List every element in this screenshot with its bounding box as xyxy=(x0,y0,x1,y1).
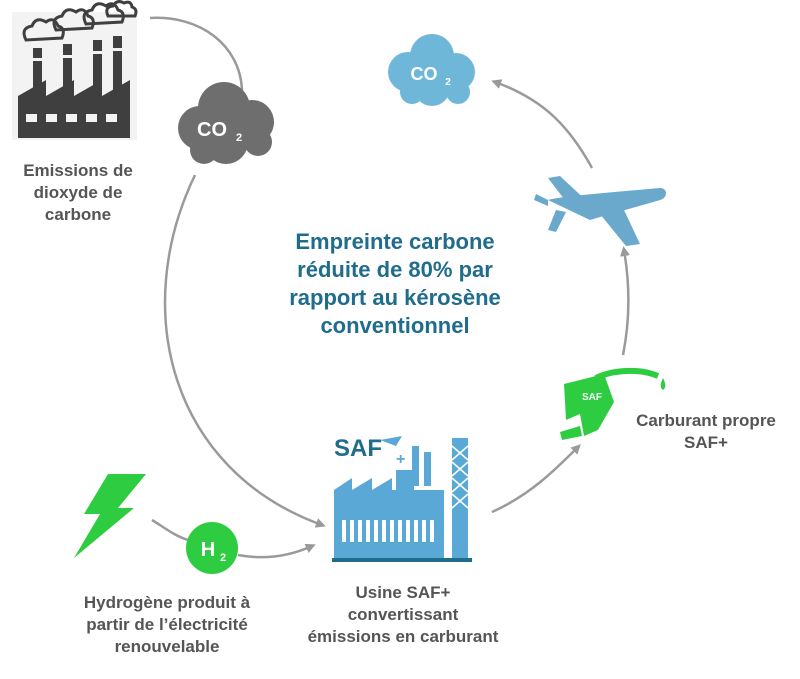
cycle-arrows xyxy=(149,16,630,559)
nozzle-logo-text: SAF xyxy=(582,392,602,403)
label-hydrogen-line-3: renouvelable xyxy=(114,637,220,656)
label-fuel-line-2: SAF+ xyxy=(684,433,728,452)
h2-sub: 2 xyxy=(220,552,226,564)
arrow-cloud-to-plant xyxy=(163,174,326,528)
saf-plant-icon: SAF + xyxy=(332,435,472,562)
label-hydrogen: Hydrogène produit à partir de l’électric… xyxy=(52,592,282,658)
label-fuel-line-1: Carburant propre xyxy=(636,411,776,430)
arrow-factory-to-cloud xyxy=(149,16,244,91)
label-plant-line-2: convertissant xyxy=(347,605,459,624)
label-emissions-line-3: carbone xyxy=(44,205,112,224)
arrow-plant-to-nozzle xyxy=(491,444,581,514)
label-plant-line-1: Usine SAF+ xyxy=(355,583,451,602)
lightning-icon xyxy=(74,474,146,558)
label-emissions-line-2: dioxyde de xyxy=(33,183,123,202)
fuel-nozzle-icon: SAF xyxy=(560,367,666,440)
arrow-h2-to-plant xyxy=(237,543,316,559)
center-message: Empreinte carbone réduite de 80% par rap… xyxy=(230,228,560,340)
center-text-line-3: rapport au kérosène xyxy=(289,285,501,310)
arrow-lightning-to-h2 xyxy=(151,518,189,542)
label-hydrogen-line-2: partir de l’électricité xyxy=(86,615,248,634)
arrow-plane-to-cloud xyxy=(491,79,594,169)
co2-cloud-light-icon: CO 2 xyxy=(388,34,475,106)
h2-text: H xyxy=(201,539,215,561)
center-text-line-1: Empreinte carbone xyxy=(295,229,495,254)
label-plant: Usine SAF+ convertissant émissions en ca… xyxy=(288,582,518,648)
label-fuel: Carburant propre SAF+ xyxy=(618,410,794,454)
co2-cloud-dark-text: CO xyxy=(197,119,227,141)
label-plant-line-3: émissions en carburant xyxy=(307,627,499,646)
co2-cloud-dark-sub: 2 xyxy=(236,132,242,144)
center-text-line-4: conventionnel xyxy=(320,313,470,338)
label-hydrogen-line-1: Hydrogène produit à xyxy=(83,593,251,612)
factory-icon xyxy=(12,0,138,140)
co2-cloud-light-sub: 2 xyxy=(445,77,451,88)
co2-cloud-icon: CO 2 xyxy=(178,82,274,164)
label-emissions: Emissions de dioxyde de carbone xyxy=(8,160,148,226)
center-text-line-2: réduite de 80% par xyxy=(297,257,493,282)
arrow-nozzle-to-plane xyxy=(620,246,630,356)
plant-logo-plus: + xyxy=(396,451,405,468)
label-emissions-line-1: Emissions de xyxy=(23,161,133,180)
h2-icon: H 2 xyxy=(186,522,238,574)
plant-logo-text: SAF xyxy=(334,435,382,462)
co2-cloud-light-text: CO xyxy=(411,64,438,84)
airplane-icon xyxy=(534,176,666,246)
